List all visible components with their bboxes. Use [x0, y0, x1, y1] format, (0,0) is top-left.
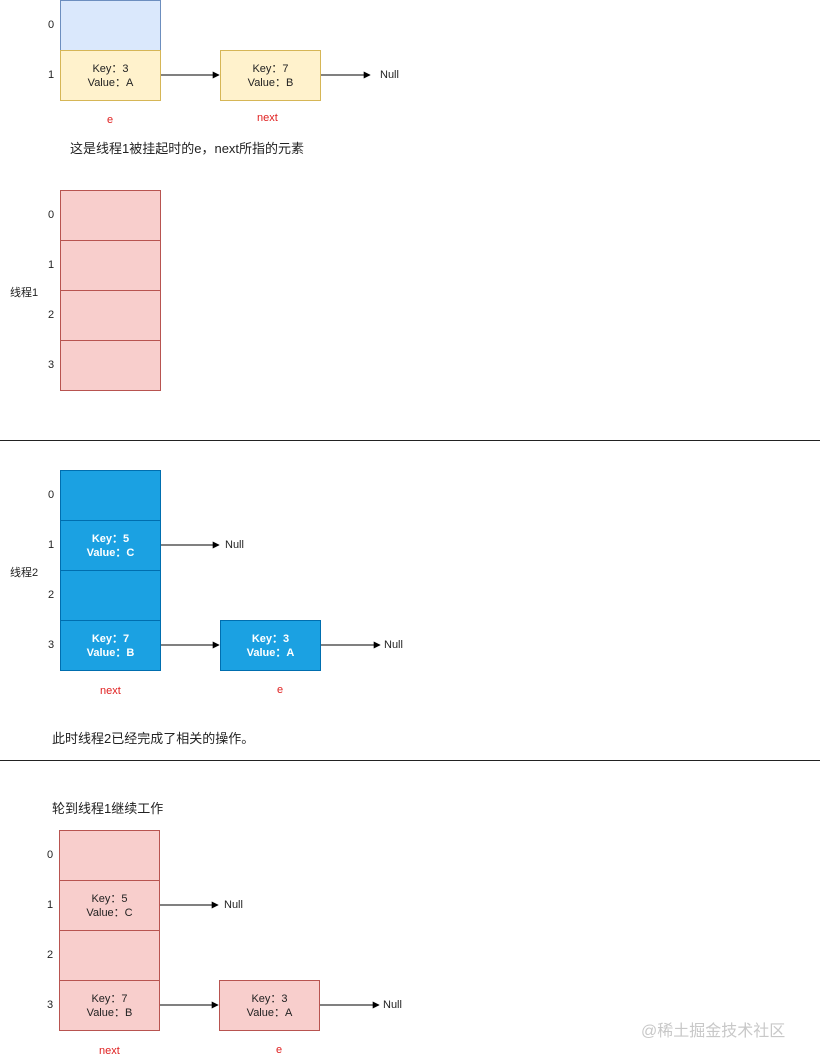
section3-caption: 此时线程2已经完成了相关的操作。 [52, 731, 255, 746]
divider [0, 760, 820, 761]
e-pointer-label: e [277, 684, 284, 696]
entry-key: Key：3 [92, 62, 129, 75]
index-label: 0 [47, 209, 55, 221]
index-label: 0 [46, 849, 54, 861]
index-label: 0 [47, 489, 55, 501]
entry-key: Key：7 [91, 992, 128, 1005]
bucket-1: Key：5 Value：C [60, 520, 161, 571]
chain-node: Key：3 Value：A [220, 620, 321, 671]
entry-value: Value：A [246, 1006, 293, 1019]
bucket-0 [60, 470, 161, 521]
null-label: Null [225, 539, 244, 551]
index-label: 2 [47, 309, 55, 321]
entry-value: Value：A [246, 646, 295, 659]
index-label: 3 [47, 639, 55, 651]
entry-key: Key：5 [91, 892, 128, 905]
null-label: Null [224, 899, 243, 911]
index-label: 1 [47, 69, 55, 81]
divider [0, 440, 820, 441]
bucket-1 [60, 240, 161, 291]
entry-key: Key：7 [91, 632, 130, 645]
entry-key: Key：3 [251, 992, 288, 1005]
bucket-0 [59, 830, 160, 881]
bucket-1: Key：3 Value：A [60, 50, 161, 101]
index-label: 3 [47, 359, 55, 371]
next-node: Key：7 Value：B [220, 50, 321, 101]
index-label: 0 [47, 19, 55, 31]
bucket-0 [60, 190, 161, 241]
entry-key: Key：7 [252, 62, 289, 75]
thread-label: 线程1 [10, 287, 39, 299]
entry-value: Value：B [86, 646, 135, 659]
null-label: Null [384, 639, 403, 651]
entry-key: Key：3 [251, 632, 290, 645]
bucket-1: Key：5 Value：C [59, 880, 160, 931]
watermark: @稀土掘金技术社区 [641, 1023, 786, 1040]
bucket-2 [60, 570, 161, 621]
bucket-3 [60, 340, 161, 391]
index-label: 2 [46, 949, 54, 961]
index-label: 2 [47, 589, 55, 601]
null-label: Null [383, 999, 402, 1011]
bucket-2 [60, 290, 161, 341]
next-pointer-label: next [257, 112, 278, 124]
index-label: 1 [47, 259, 55, 271]
index-label: 3 [46, 999, 54, 1011]
chain-node: Key：3 Value：A [219, 980, 320, 1031]
e-pointer-label: e [107, 114, 114, 126]
entry-value: Value：A [87, 76, 134, 89]
next-pointer-label: next [100, 685, 121, 697]
entry-value: Value：B [86, 1006, 133, 1019]
bucket-3: Key：7 Value：B [59, 980, 160, 1031]
entry-value: Value：B [247, 76, 294, 89]
entry-key: Key：5 [91, 532, 130, 545]
entry-value: Value：C [86, 906, 133, 919]
entry-value: Value：C [86, 546, 135, 559]
bucket-2 [59, 930, 160, 981]
next-pointer-label: next [99, 1045, 120, 1057]
e-pointer-label: e [276, 1044, 283, 1056]
bucket-3: Key：7 Value：B [60, 620, 161, 671]
section1-caption: 这是线程1被挂起时的e，next所指的元素 [70, 141, 305, 156]
section4-caption: 轮到线程1继续工作 [52, 801, 164, 816]
index-label: 1 [47, 539, 55, 551]
null-label: Null [380, 69, 399, 81]
thread-label: 线程2 [10, 567, 39, 579]
index-label: 1 [46, 899, 54, 911]
